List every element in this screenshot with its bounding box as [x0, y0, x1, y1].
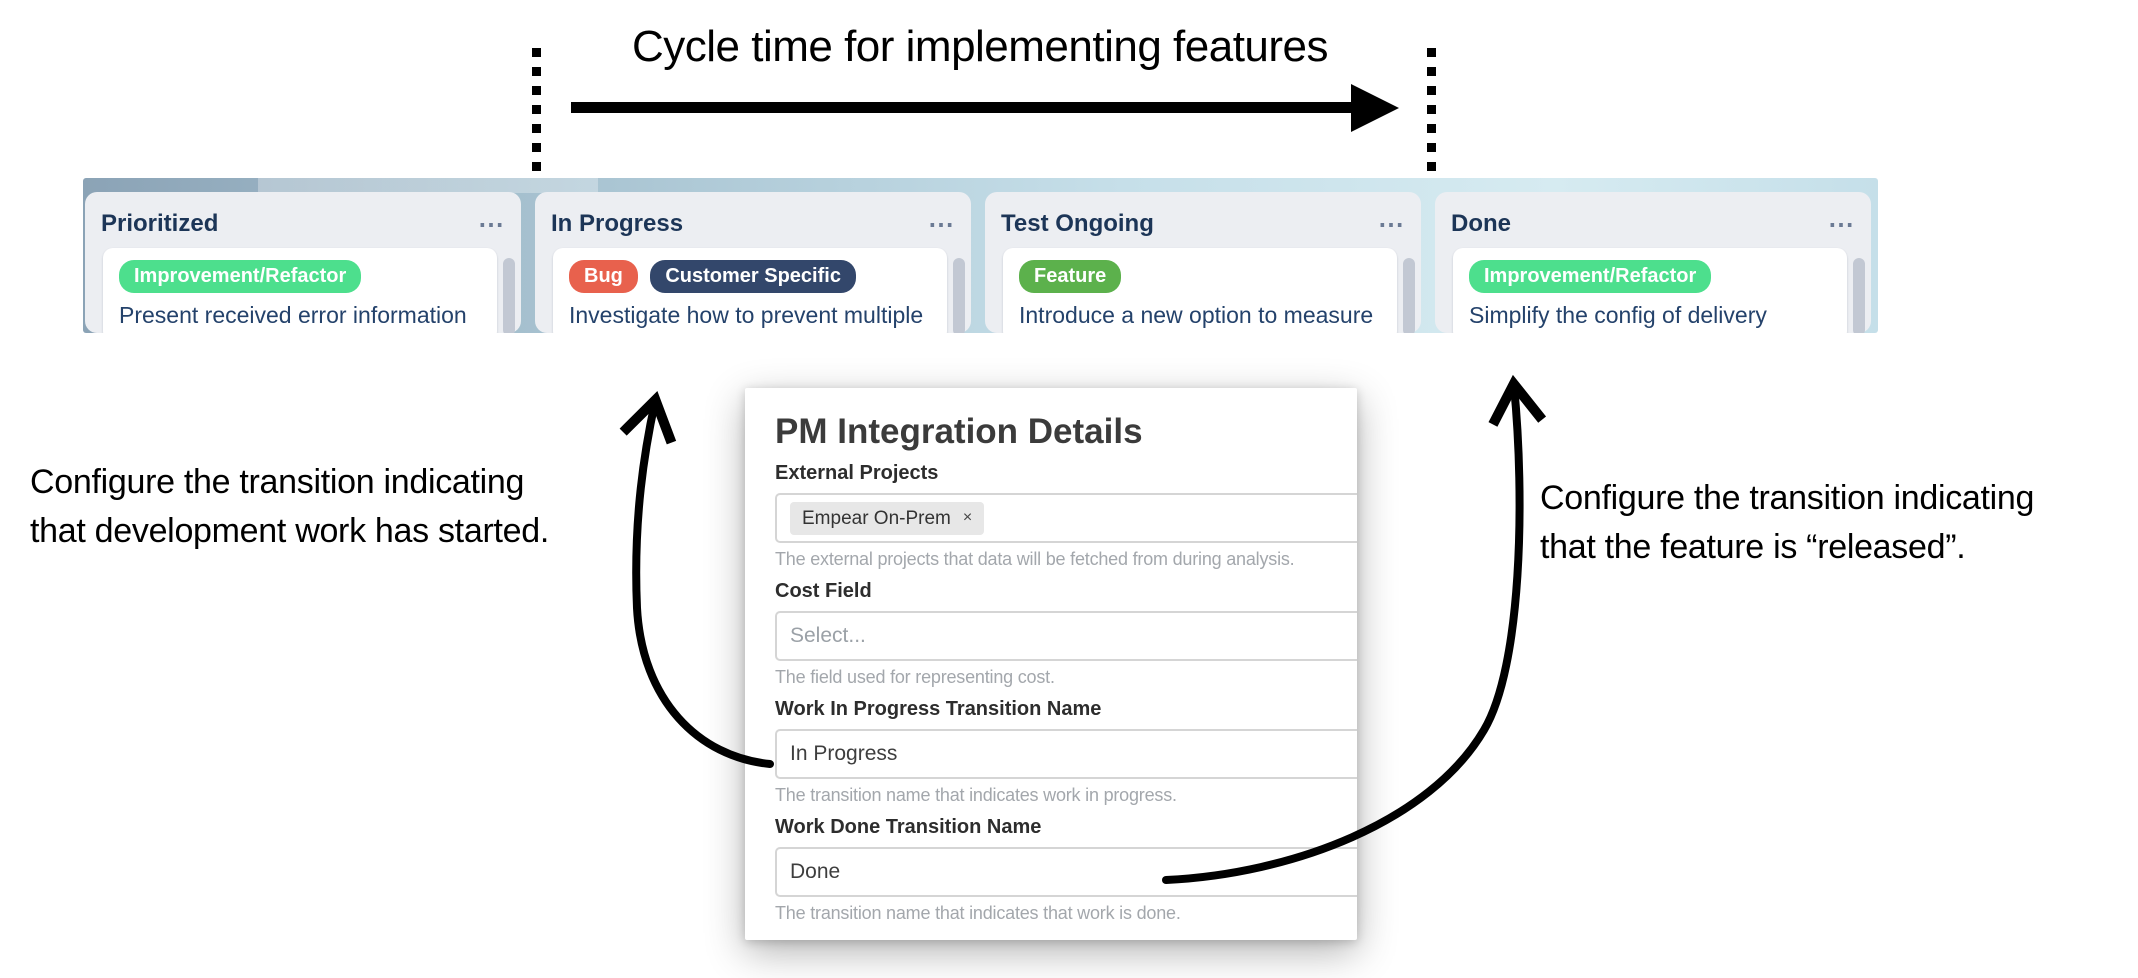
column-scrollbar[interactable] [1853, 258, 1865, 333]
cycle-start-boundary-line [532, 48, 541, 195]
wip-transition-label: Work In Progress Transition Name [775, 698, 1102, 720]
card-title: Present received error information [119, 302, 467, 328]
column-menu-icon[interactable]: ⋯ [478, 208, 505, 239]
select-placeholder: Select... [790, 624, 866, 647]
done-transition-value: Done [790, 860, 841, 883]
external-projects-input[interactable]: Empear On-Prem × [775, 493, 1357, 543]
external-projects-help: The external projects that data will be … [775, 549, 1295, 569]
column-title: Done [1451, 210, 1511, 237]
wip-transition-help: The transition name that indicates work … [775, 785, 1177, 805]
column-scrollbar[interactable] [953, 258, 965, 333]
cost-field-help: The field used for representing cost. [775, 667, 1055, 687]
board-column-test-ongoing: Test Ongoing ⋯ Feature Introduce a new o… [985, 192, 1421, 333]
pm-integration-details-modal: PM Integration Details External Projects… [745, 388, 1357, 940]
card-tag: Bug [569, 260, 638, 293]
annotation-left-line2: that development work has started. [30, 512, 549, 551]
column-title: Prioritized [101, 210, 219, 237]
card-tag: Customer Specific [650, 260, 856, 293]
annotation-left-line1: Configure the transition indicating [30, 463, 525, 501]
column-menu-icon[interactable]: ⋯ [1828, 208, 1855, 239]
column-title: Test Ongoing [1001, 210, 1154, 237]
card-tag: Improvement/Refactor [1469, 260, 1712, 293]
done-transition-help: The transition name that indicates that … [775, 903, 1181, 923]
annotation-right-line1: Configure the transition indicating [1540, 479, 2035, 517]
cost-field-label: Cost Field [775, 580, 872, 602]
diagram-title: Cycle time for implementing features [631, 22, 1329, 71]
kanban-board: Prioritized ⋯ Improvement/Refactor Prese… [83, 178, 1878, 333]
annotation-right-line2: that the feature is “released”. [1540, 528, 1966, 567]
wip-transition-value: In Progress [790, 742, 898, 765]
cycle-time-arrow-head-icon [1351, 84, 1399, 132]
annotation-right: Configure the transition indicating that… [1540, 474, 2034, 573]
chip-remove-icon[interactable]: × [962, 509, 973, 526]
board-card[interactable]: Improvement/Refactor Present received er… [103, 248, 497, 333]
done-transition-input[interactable]: Done [775, 847, 1357, 897]
card-title: Introduce a new option to measure [1019, 302, 1374, 328]
board-card[interactable]: Improvement/Refactor Simplify the config… [1453, 248, 1847, 333]
external-projects-label: External Projects [775, 462, 939, 484]
selected-project-chip: Empear On-Prem × [790, 501, 985, 535]
cost-field-select[interactable]: Select... [775, 611, 1357, 661]
board-card[interactable]: Feature Introduce a new option to measur… [1003, 248, 1397, 333]
column-title: In Progress [551, 210, 684, 237]
wip-transition-input[interactable]: In Progress [775, 729, 1357, 779]
board-column-in-progress: In Progress ⋯ Bug Customer Specific Inve… [535, 192, 971, 333]
cycle-end-boundary-line [1427, 48, 1436, 195]
done-transition-label: Work Done Transition Name [775, 816, 1042, 838]
modal-title: PM Integration Details [775, 412, 1143, 451]
board-column-done: Done ⋯ Improvement/Refactor Simplify the… [1435, 192, 1871, 333]
card-title: Investigate how to prevent multiple [569, 302, 924, 328]
card-tag: Improvement/Refactor [119, 260, 362, 293]
column-menu-icon[interactable]: ⋯ [1378, 208, 1405, 239]
annotation-left: Configure the transition indicating that… [30, 458, 549, 557]
chip-label: Empear On-Prem [802, 507, 951, 529]
column-scrollbar[interactable] [1403, 258, 1415, 333]
column-menu-icon[interactable]: ⋯ [928, 208, 955, 239]
column-scrollbar[interactable] [503, 258, 515, 333]
cycle-time-arrow [571, 102, 1353, 113]
card-title: Simplify the config of delivery [1469, 302, 1767, 328]
board-column-prioritized: Prioritized ⋯ Improvement/Refactor Prese… [85, 192, 521, 333]
board-card[interactable]: Bug Customer Specific Investigate how to… [553, 248, 947, 333]
card-tag: Feature [1019, 260, 1122, 293]
